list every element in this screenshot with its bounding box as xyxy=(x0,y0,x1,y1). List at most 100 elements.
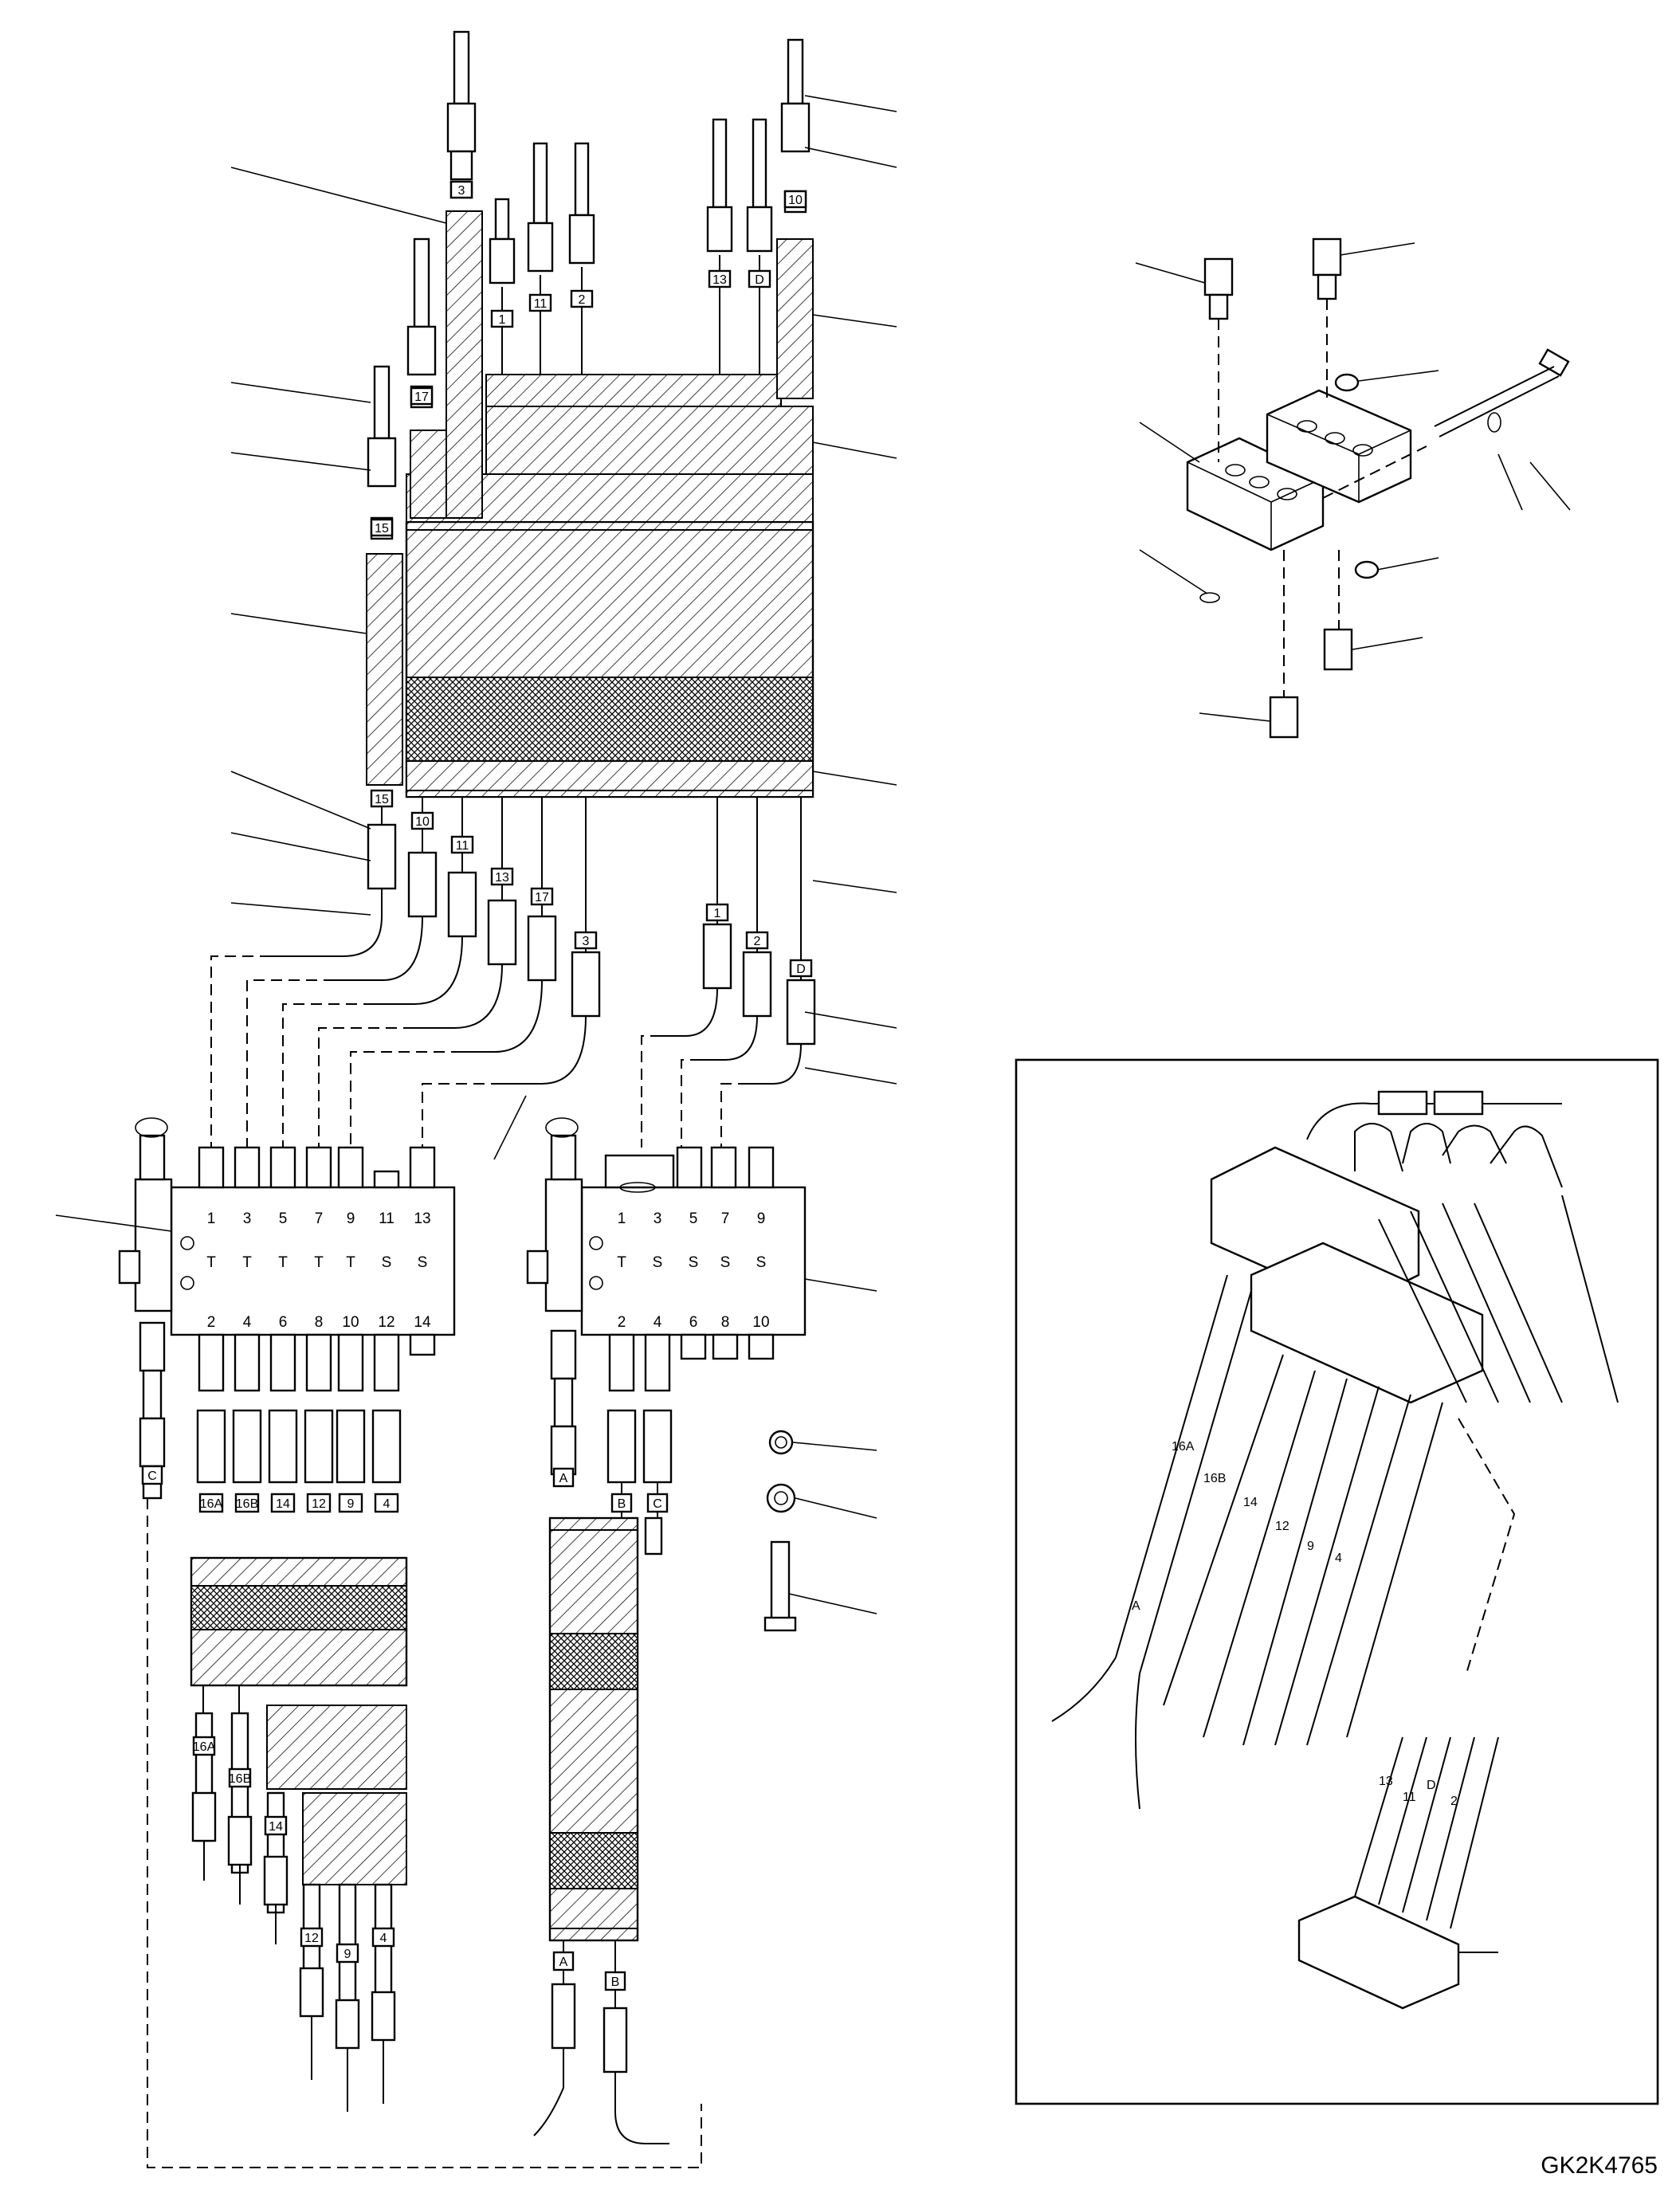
tag-bundle-left-4: 9 xyxy=(344,1948,351,1961)
right-bottom-port-1: 4 xyxy=(654,1314,662,1331)
left-top-port-5: 11 xyxy=(379,1210,394,1227)
tag-lower-left-2: 16B xyxy=(236,1497,258,1511)
inset-tag-0: 13 xyxy=(1379,1775,1393,1788)
tag-lower-left-4: 12 xyxy=(312,1497,326,1511)
tag-lower-left-5: 9 xyxy=(347,1497,355,1511)
right-top-port-3: 7 xyxy=(721,1210,730,1227)
tag-lower-left-0: C xyxy=(147,1469,157,1483)
right-top-port-2: 5 xyxy=(689,1210,698,1227)
right-valve-ports: 1 3 5 7 9 T S S S S 2 4 6 8 10 xyxy=(617,1210,769,1331)
upper-tags-top: 3 1 11 2 13 D 10 17 15 xyxy=(370,180,807,537)
right-top-port-0: 1 xyxy=(618,1210,626,1227)
left-valve-ports: 1 3 5 7 9 11 13 T T T T T S S 2 4 6 8 10… xyxy=(206,1210,431,1331)
inset-tag-1: 11 xyxy=(1403,1791,1416,1804)
tag-lower-left-6: 4 xyxy=(383,1497,391,1511)
left-mid-port-4: T xyxy=(346,1254,355,1271)
tag-upper-bottom-6: 1 xyxy=(714,907,721,920)
lower-left-bundle-tags: 16A 16B 14 12 9 4 xyxy=(193,1736,395,1964)
right-bottom-port-0: 2 xyxy=(618,1314,626,1331)
inset-tag-8: 9 xyxy=(1307,1540,1314,1553)
right-top-port-4: 9 xyxy=(757,1210,766,1227)
inset-tag-2: D xyxy=(1427,1779,1436,1792)
left-top-port-1: 3 xyxy=(243,1210,252,1227)
upper-hose-bundle xyxy=(366,210,814,798)
upper-top-fittings xyxy=(367,30,811,540)
inset-frame xyxy=(1015,1058,1659,2105)
inset-tag-4: 16A xyxy=(1172,1440,1195,1454)
left-top-port-0: 1 xyxy=(207,1210,216,1227)
left-top-port-2: 5 xyxy=(279,1210,288,1227)
tag-lower-left-3: 14 xyxy=(276,1497,290,1511)
upper-bottom-hoses xyxy=(271,797,816,1085)
tag-upper-top-0: 3 xyxy=(458,184,465,198)
tag-upper-bottom-0: 15 xyxy=(375,793,389,806)
inset-tag-3: 2 xyxy=(1450,1795,1458,1808)
tag-upper-bottom-3: 13 xyxy=(495,871,509,885)
loose-hardware xyxy=(763,1430,797,1632)
lower-right-bundle xyxy=(533,1516,669,2144)
right-mid-port-3: S xyxy=(720,1254,731,1271)
left-mid-port-0: T xyxy=(206,1254,216,1271)
tag-bundle-right-0: A xyxy=(559,1956,568,1969)
left-mid-port-3: T xyxy=(314,1254,324,1271)
tag-upper-bottom-5: 3 xyxy=(583,935,590,948)
tag-lower-right-0: A xyxy=(559,1472,568,1485)
left-mid-port-2: T xyxy=(278,1254,288,1271)
right-mid-port-4: S xyxy=(756,1254,767,1271)
left-valve-fittings xyxy=(196,1146,436,1484)
tag-upper-bottom-8: D xyxy=(796,963,806,976)
left-bottom-port-4: 10 xyxy=(342,1314,359,1331)
dashed-routing xyxy=(147,955,749,2168)
right-mid-port-0: T xyxy=(617,1254,626,1271)
tag-bundle-left-3: 12 xyxy=(304,1932,319,1945)
exploded-manifold xyxy=(1186,237,1570,739)
left-bottom-port-0: 2 xyxy=(207,1314,216,1331)
left-bottom-port-5: 12 xyxy=(378,1314,394,1331)
inset-tag-9: 4 xyxy=(1335,1552,1342,1565)
right-bottom-port-2: 6 xyxy=(689,1314,698,1331)
tag-upper-top-1: 1 xyxy=(499,313,506,327)
left-bottom-port-3: 8 xyxy=(315,1314,324,1331)
left-mid-port-1: T xyxy=(242,1254,252,1271)
tag-bundle-left-1: 16B xyxy=(229,1772,251,1786)
lower-right-bundle-tags: A B xyxy=(552,1951,626,1991)
left-top-port-3: 7 xyxy=(315,1210,324,1227)
left-mid-port-6: S xyxy=(418,1254,428,1271)
tag-upper-top-7: 17 xyxy=(414,390,429,404)
tag-bundle-left-0: 16A xyxy=(193,1740,216,1754)
inset-tag-6: 14 xyxy=(1243,1496,1258,1509)
tag-upper-bottom-4: 17 xyxy=(535,891,549,904)
tag-upper-top-6: 10 xyxy=(788,194,803,207)
left-valve-block xyxy=(118,1117,456,1500)
left-top-port-4: 9 xyxy=(347,1210,355,1227)
left-bottom-port-2: 6 xyxy=(279,1314,288,1331)
tag-bundle-left-5: 4 xyxy=(380,1932,387,1945)
inset-tag-5: 16B xyxy=(1203,1472,1226,1485)
left-top-port-6: 13 xyxy=(414,1210,430,1227)
right-bottom-port-3: 8 xyxy=(721,1314,730,1331)
tag-upper-top-5: D xyxy=(755,273,764,287)
right-bottom-port-4: 10 xyxy=(752,1314,769,1331)
tag-lower-right-2: C xyxy=(653,1497,662,1511)
tag-upper-bottom-7: 2 xyxy=(754,935,761,948)
tag-lower-left-1: 16A xyxy=(200,1497,223,1511)
lower-left-tags: C 16A 16B 14 12 9 4 xyxy=(141,1465,399,1513)
tag-bundle-left-2: 14 xyxy=(269,1820,283,1834)
tag-upper-top-3: 2 xyxy=(579,293,586,307)
left-bottom-port-1: 4 xyxy=(243,1314,252,1331)
inset-tags: 13 11 D 2 16A 16B 14 12 9 4 A xyxy=(1132,1440,1458,1808)
callout-leaders xyxy=(55,95,1571,1614)
inset-tag-10: A xyxy=(1132,1599,1140,1613)
tag-bundle-right-1: B xyxy=(611,1975,620,1989)
tag-upper-top-2: 11 xyxy=(534,297,548,311)
upper-tags-bottom: 15 10 11 13 17 3 1 2 D xyxy=(370,789,813,978)
left-mid-port-5: S xyxy=(382,1254,392,1271)
right-valve-fittings xyxy=(606,1146,775,1554)
right-mid-port-1: S xyxy=(653,1254,663,1271)
left-bottom-port-6: 14 xyxy=(414,1314,431,1331)
tag-lower-right-1: B xyxy=(618,1497,626,1511)
right-mid-port-2: S xyxy=(689,1254,699,1271)
tag-upper-bottom-2: 11 xyxy=(456,839,469,853)
lower-left-bundle xyxy=(190,1556,408,2112)
right-top-port-1: 3 xyxy=(654,1210,662,1227)
